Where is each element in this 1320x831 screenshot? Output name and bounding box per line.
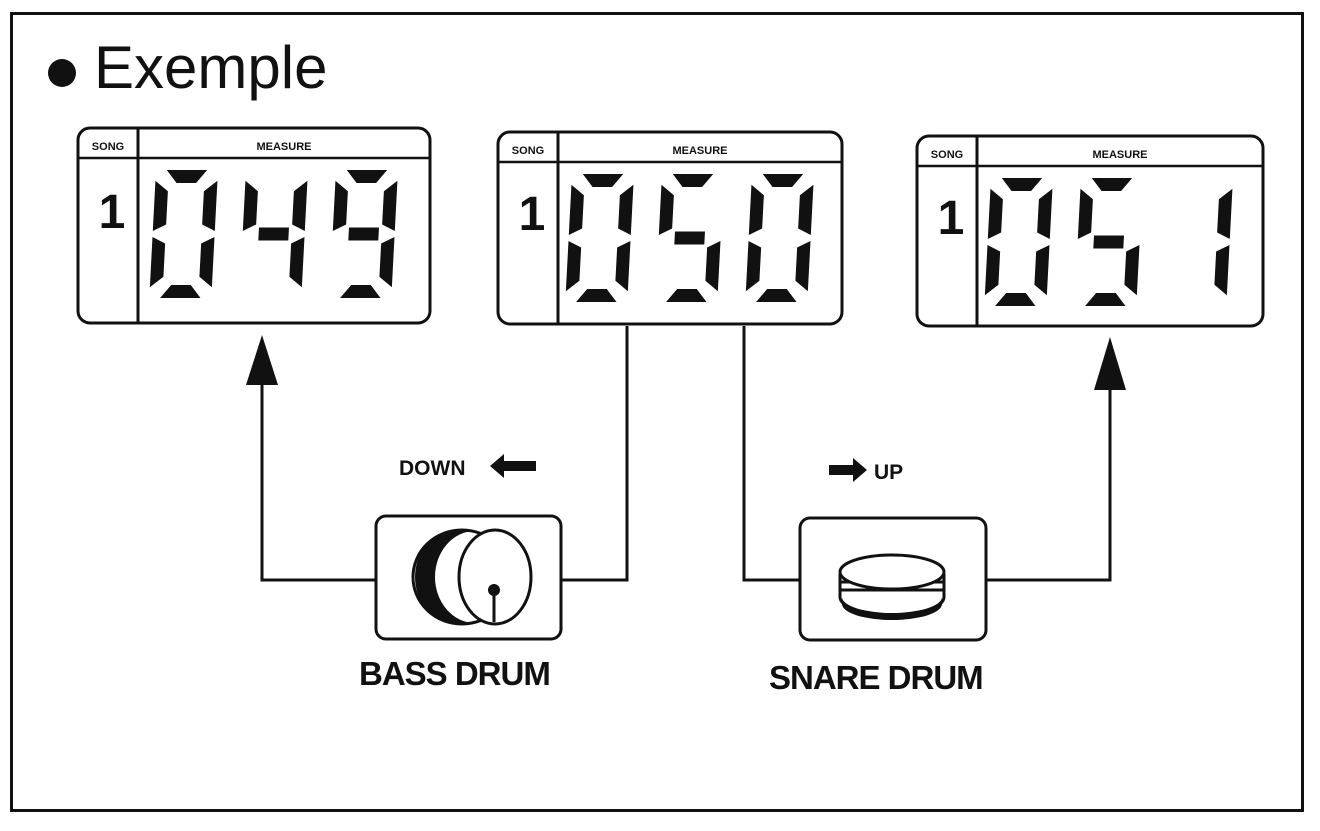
bass-to-display2-line — [561, 326, 629, 582]
lcd-display-3: SONG MEASURE 1 — [915, 134, 1265, 328]
segment — [672, 174, 714, 187]
segment — [346, 170, 388, 183]
segment — [674, 231, 705, 245]
segment — [745, 241, 762, 292]
segment — [382, 180, 398, 231]
segment — [1214, 245, 1230, 296]
segment — [340, 285, 381, 298]
seven-segment-digit — [242, 180, 308, 288]
up-arrowhead-display3 — [1094, 337, 1126, 390]
snare-to-display3-line — [986, 390, 1112, 582]
segment — [332, 180, 348, 231]
seven-segment-digit — [332, 170, 398, 298]
segment — [202, 180, 218, 231]
segment — [582, 174, 624, 187]
segment — [748, 184, 764, 235]
seven-segment-digit — [1077, 178, 1140, 306]
segment — [379, 237, 395, 288]
segment — [705, 241, 721, 292]
segment — [1085, 293, 1126, 306]
segment — [798, 184, 814, 235]
seven-segment-digit — [658, 174, 721, 302]
segment — [348, 227, 379, 241]
song-value: 1 — [938, 192, 965, 245]
arrow-right-icon — [829, 458, 867, 482]
segment — [1077, 188, 1093, 239]
segment — [149, 237, 166, 288]
page-title: Exemple — [94, 34, 328, 101]
segment — [1217, 188, 1233, 239]
segment — [166, 170, 208, 183]
segment — [762, 174, 804, 187]
up-arrowhead-display1 — [246, 335, 278, 385]
segment — [289, 237, 305, 288]
segment — [258, 227, 289, 241]
segment — [292, 180, 308, 231]
measure-digits — [149, 170, 398, 298]
bass-drum-icon — [411, 528, 533, 626]
segment — [795, 241, 811, 292]
segment — [1091, 178, 1133, 191]
down-label: DOWN — [399, 457, 466, 480]
segment — [1093, 235, 1124, 249]
segment — [618, 184, 634, 235]
segment — [568, 184, 584, 235]
segment — [1124, 245, 1140, 296]
bass-drum-button[interactable] — [374, 514, 563, 641]
song-label: SONG — [931, 149, 963, 161]
diagram-frame — [10, 12, 1304, 812]
seven-segment-digit — [1214, 188, 1233, 296]
lcd-display-2: SONG MEASURE 1 — [496, 130, 844, 326]
segment — [984, 245, 1001, 296]
segment — [995, 293, 1036, 306]
song-label: SONG — [92, 141, 124, 153]
snare-to-display2-line — [742, 326, 800, 582]
segment — [152, 180, 168, 231]
bass-to-display1-line — [260, 382, 376, 582]
snare-drum-label: SNARE DRUM — [769, 659, 984, 696]
up-label: UP — [874, 461, 904, 484]
segment — [160, 285, 201, 298]
arrow-left-icon — [490, 454, 536, 478]
song-label: SONG — [512, 145, 544, 157]
segment — [1034, 245, 1050, 296]
song-value: 1 — [99, 186, 126, 239]
segment — [658, 184, 674, 235]
song-value: 1 — [519, 188, 546, 241]
seven-segment-digit — [745, 174, 814, 302]
bullet-icon — [48, 59, 76, 87]
measure-label: MEASURE — [256, 141, 311, 153]
measure-digits — [984, 178, 1233, 306]
measure-digits — [565, 174, 814, 302]
segment — [199, 237, 215, 288]
segment — [756, 289, 797, 302]
bass-drum-label: BASS DRUM — [359, 655, 551, 692]
seven-segment-digit — [565, 174, 634, 302]
lcd-display-1: SONG MEASURE 1 — [76, 126, 432, 325]
segment — [1037, 188, 1053, 239]
seven-segment-digit — [149, 170, 218, 298]
measure-label: MEASURE — [1092, 149, 1147, 161]
segment — [1001, 178, 1043, 191]
measure-label: MEASURE — [672, 145, 727, 157]
segment — [987, 188, 1003, 239]
segment — [565, 241, 582, 292]
segment — [576, 289, 617, 302]
segment — [242, 180, 258, 231]
snare-drum-icon — [838, 553, 946, 620]
segment — [615, 241, 631, 292]
seven-segment-digit — [984, 178, 1053, 306]
snare-drum-button[interactable] — [798, 516, 988, 642]
segment — [666, 289, 707, 302]
